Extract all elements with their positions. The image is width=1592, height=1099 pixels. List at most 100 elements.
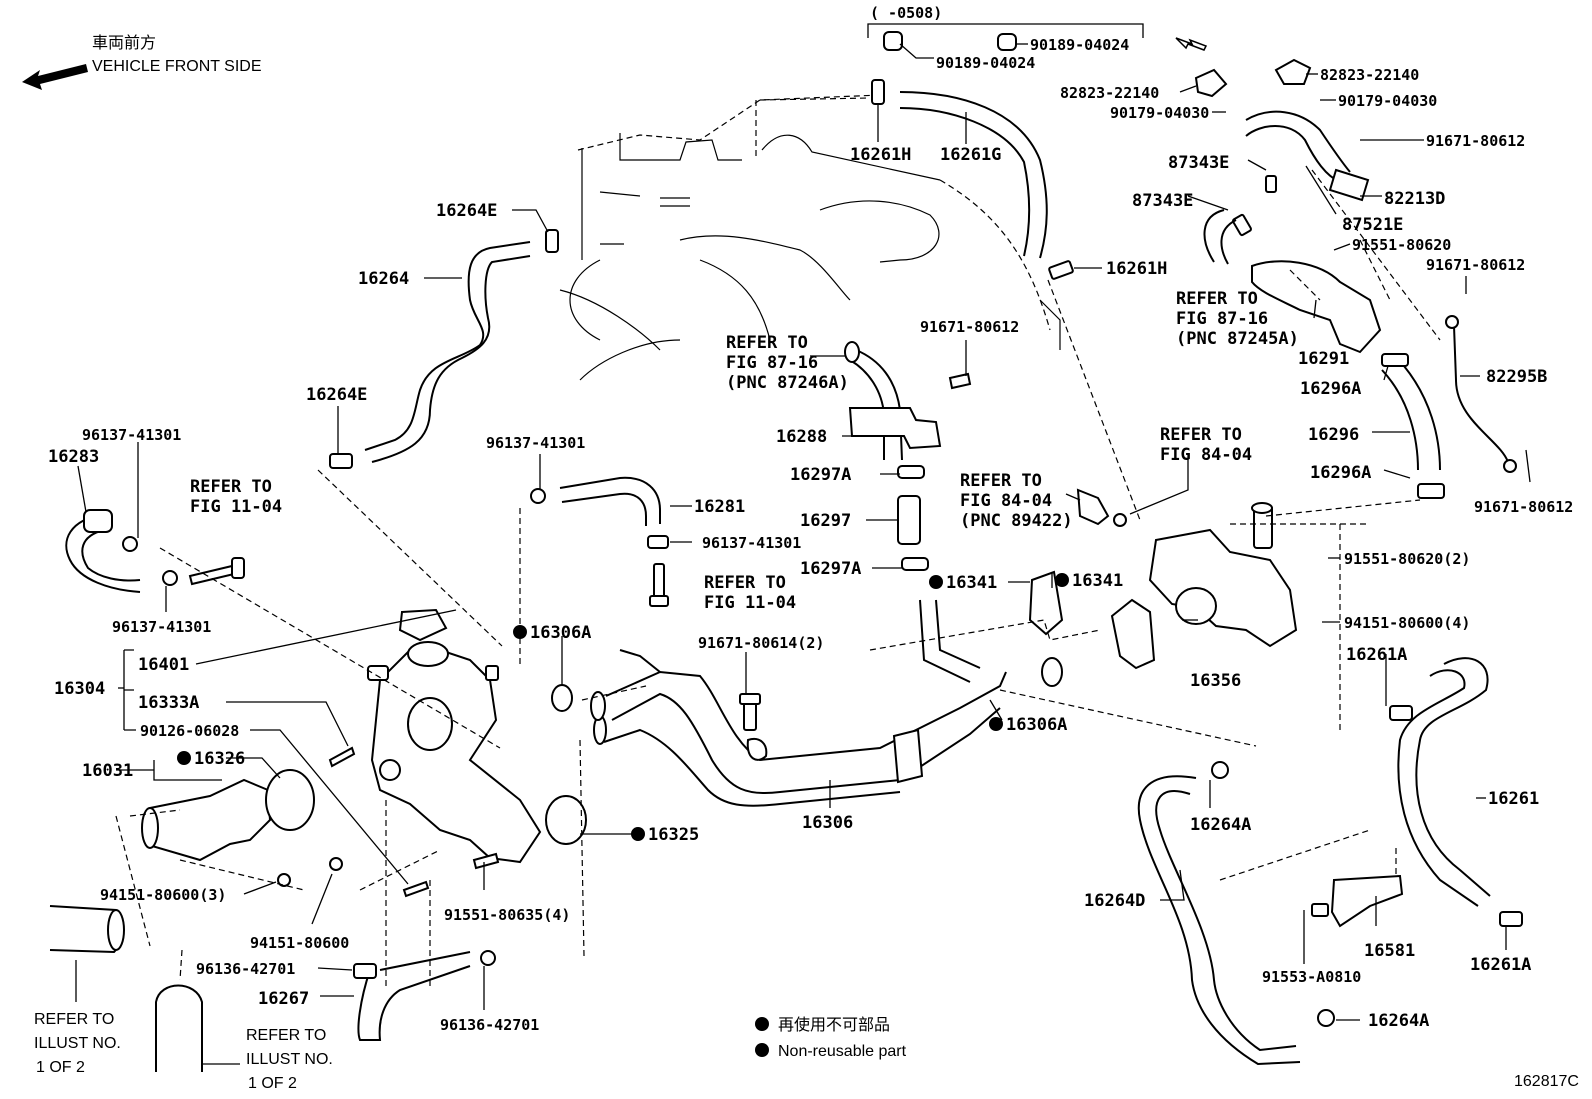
label-91671-80612-c: 91671-80612 — [1474, 498, 1573, 516]
label-91551-80620-2: 91551-80620(2) — [1344, 550, 1470, 568]
oring-16306a-left — [551, 684, 573, 712]
non-reusable-dot-icon — [755, 1017, 769, 1031]
bolt-91671-80614 — [739, 693, 761, 731]
hose-16296 — [1381, 353, 1445, 499]
label-16333a: 16333A — [138, 693, 199, 713]
label-16306a-a: 16306A — [530, 623, 591, 643]
label-16341-b: 16341 — [1072, 571, 1123, 591]
label-16304: 16304 — [54, 679, 105, 699]
part-labels: 90189-04024 90189-04024 82823-22140 8282… — [48, 36, 1573, 1034]
water-bypass-16291 — [1203, 209, 1382, 354]
label-90179-04030-b: 90179-04030 — [1110, 104, 1209, 122]
label-90189-04024-b: 90189-04024 — [1030, 36, 1129, 54]
label-16297a-a: 16297A — [790, 465, 851, 485]
label-16306: 16306 — [802, 813, 853, 833]
clamp-96137-41301-c — [530, 488, 546, 504]
hose-16281 — [559, 476, 661, 526]
label-82823-22140-b: 82823-22140 — [1060, 84, 1159, 102]
front-label-en: VEHICLE FRONT SIDE — [92, 58, 262, 75]
leader-lines — [75, 43, 1531, 1065]
label-91671-80612-b: 91671-80612 — [1426, 256, 1525, 274]
refer-line: 1 OF 2 — [36, 1059, 85, 1076]
gasket-16326 — [265, 769, 315, 831]
non-reusable-dot-icon — [929, 575, 943, 589]
non-reusable-dot-icon — [513, 625, 527, 639]
clamp-16264a-a — [1211, 761, 1229, 779]
label-16267: 16267 — [258, 989, 309, 1009]
refer-fig-11-04-b: REFER TO FIG 11-04 — [704, 573, 796, 613]
label-16264e-b: 16264E — [306, 385, 367, 405]
label-16261h-b: 16261H — [1106, 259, 1167, 279]
label-90179-04030-a: 90179-04030 — [1338, 92, 1437, 110]
label-16356: 16356 — [1190, 671, 1241, 691]
label-16264a-b: 16264A — [1368, 1011, 1429, 1031]
label-16261: 16261 — [1488, 789, 1539, 809]
bolt-91553-a0810 — [1311, 903, 1329, 917]
refer-line: FIG 11-04 — [704, 593, 796, 613]
clamp-96137-41301-b — [162, 570, 178, 586]
non-reusable-dot-icon — [755, 1043, 769, 1057]
label-87343e-a: 87343E — [1168, 153, 1229, 173]
gasket-16341-a — [1028, 570, 1064, 636]
non-reusable-dot-icon — [177, 751, 191, 765]
clamp-16261h-mid — [1048, 260, 1074, 280]
hose-16261 — [1397, 657, 1491, 907]
refer-line: FIG 84-04 — [960, 491, 1052, 511]
label-82823-22140-a: 82823-22140 — [1320, 66, 1419, 84]
refer-illust-a: REFER TO ILLUST NO. 1 OF 2 — [34, 1011, 121, 1076]
clamp-96136-42701-b — [480, 950, 496, 966]
label-82213d: 82213D — [1384, 189, 1445, 209]
label-96136-42701-b: 96136-42701 — [440, 1016, 539, 1034]
clamp-16261a-b — [1499, 911, 1523, 927]
clamp-16297a-b — [901, 557, 929, 571]
refer-line: REFER TO — [246, 1027, 326, 1044]
label-94151-80600-4: 94151-80600(4) — [1344, 614, 1470, 632]
bolt-fig-11-04-b — [649, 563, 669, 607]
pipe-refer-illust-a — [49, 905, 125, 954]
refer-fig-84-04-b: REFER TO FIG 84-04 (PNC 89422) — [960, 471, 1073, 531]
hose-16297 — [897, 495, 921, 545]
label-16288: 16288 — [776, 427, 827, 447]
label-16297: 16297 — [800, 511, 851, 531]
label-16264e-a: 16264E — [436, 201, 497, 221]
label-16297a-b: 16297A — [800, 559, 861, 579]
label-94151-80600: 94151-80600 — [250, 934, 349, 952]
label-16031: 16031 — [82, 761, 133, 781]
non-reusable-dot-icon — [989, 717, 1003, 731]
refer-line: FIG 87-16 — [1176, 309, 1268, 329]
non-reusable-dot-icon — [1055, 573, 1069, 587]
clamp-96136-42701-a — [353, 963, 377, 979]
stud-90126-06028 — [402, 880, 430, 898]
clamp-16261a-a — [1389, 705, 1413, 721]
label-96137-41301-c: 96137-41301 — [702, 534, 801, 552]
pipe-16288 — [844, 341, 942, 461]
label-91551-80620: 91551-80620 — [1352, 236, 1451, 254]
label-82295b: 82295B — [1486, 367, 1547, 387]
label-16281: 16281 — [694, 497, 745, 517]
gasket-16325 — [545, 795, 587, 845]
label-16264a-a: 16264A — [1190, 815, 1251, 835]
refer-line: REFER TO — [726, 333, 808, 353]
label-94151-80600-3: 94151-80600(3) — [100, 886, 226, 904]
hose-16267 — [357, 951, 471, 1041]
refer-line: REFER TO — [1160, 425, 1242, 445]
refer-line: (PNC 87245A) — [1176, 329, 1299, 349]
label-91551-80635-4: 91551-80635(4) — [444, 906, 570, 924]
legend-jp: 再使用不可部品 — [778, 1016, 890, 1034]
label-16261a-b: 16261A — [1470, 955, 1531, 975]
water-inlet-16356 — [1148, 502, 1298, 648]
date-range-label: ( -0508) — [870, 4, 942, 22]
clamp-16264a-b — [1317, 1009, 1335, 1027]
label-16264: 16264 — [358, 269, 409, 289]
clamp-96137-41301-a — [122, 536, 138, 552]
figure-id: 162817C — [1514, 1073, 1579, 1090]
cap-90189-04024-a — [883, 31, 903, 51]
fitting-87343e — [1232, 175, 1277, 237]
label-16283: 16283 — [48, 447, 99, 467]
gasket-16341-b — [1110, 598, 1156, 670]
label-16296: 16296 — [1308, 425, 1359, 445]
nut-94151-80600-b — [329, 857, 343, 871]
refer-line: REFER TO — [704, 573, 786, 593]
refer-line: FIG 84-04 — [1160, 445, 1252, 465]
refer-line: (PNC 89422) — [960, 511, 1073, 531]
